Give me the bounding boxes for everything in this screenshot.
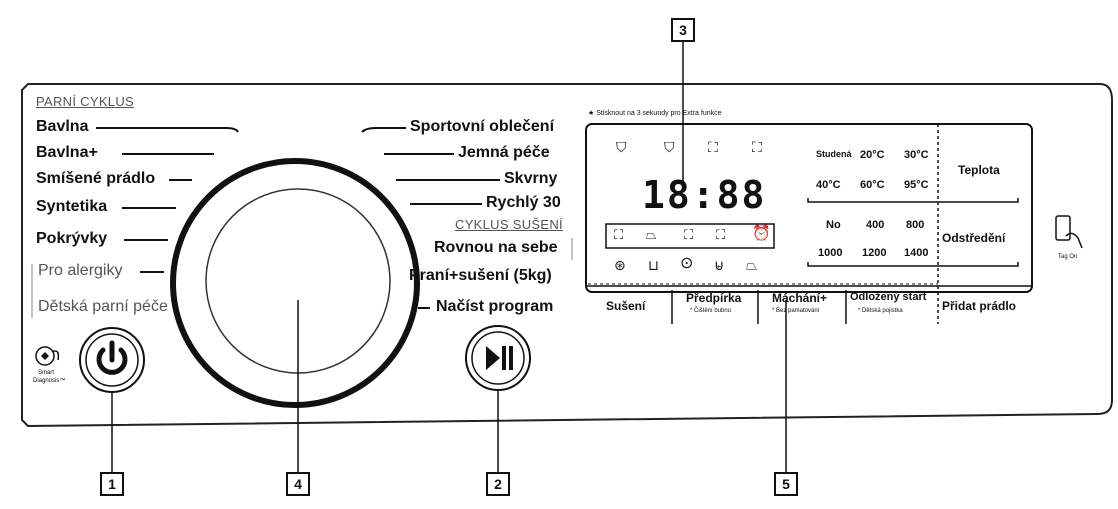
spin-no: No	[826, 219, 841, 231]
iron-icon: ⏢	[746, 257, 758, 273]
dry-cycle-section-title: CYKLUS SUŠENÍ	[455, 217, 563, 232]
callout-4: 4	[286, 472, 310, 496]
spin-400: 400	[866, 219, 885, 231]
panel-outline	[21, 83, 1113, 428]
temp-40: 40°C	[816, 179, 841, 191]
steam-cycle-section-title: PARNÍ CYKLUS	[36, 94, 134, 109]
child-lock-icon: ⊙	[680, 255, 694, 272]
delay-start-button[interactable]: Odložený start	[850, 291, 927, 303]
dry-option-icon: ⛶	[684, 227, 694, 242]
spin-1000: 1000	[818, 247, 843, 259]
temp-95: 95°C	[904, 179, 929, 191]
time-display: 18:88	[642, 173, 767, 217]
program-cotton-plus[interactable]: Bavlna+	[36, 144, 98, 161]
display-panel	[585, 123, 1033, 293]
temp-20: 20°C	[860, 149, 885, 161]
delay-start-sub: * Dětská pojistka	[858, 308, 903, 314]
spin-bracket	[807, 262, 1019, 267]
power-button-ring	[85, 333, 139, 387]
spin-1400: 1400	[904, 247, 929, 259]
spin-status-icon: ⛶	[708, 139, 718, 155]
rinse-plus-button[interactable]: Máchání+	[772, 291, 828, 305]
tub-clean-icon: ⊌	[714, 257, 725, 273]
iron-option-icon: ⏢	[646, 227, 657, 242]
program-baby-steam[interactable]: Dětská parní péče	[38, 298, 168, 315]
callout-2: 2	[486, 472, 510, 496]
program-delicates[interactable]: Jemná péče	[458, 144, 550, 161]
program-ready-to-wear[interactable]: Rovnou na sebe	[434, 239, 558, 256]
option-icons-box	[605, 223, 775, 249]
program-stains[interactable]: Skvrny	[504, 170, 558, 187]
drying-button[interactable]: Sušení	[606, 299, 646, 313]
temp-60: 60°C	[860, 179, 885, 191]
spin-800: 800	[906, 219, 925, 231]
play-pause-icon	[486, 346, 513, 370]
program-load[interactable]: Načíst program	[436, 298, 554, 315]
digital-display	[640, 178, 772, 214]
right-leader-lines	[361, 127, 500, 309]
program-sportswear[interactable]: Sportovní oblečení	[410, 118, 555, 135]
steam-option-icon: ⛶	[614, 227, 624, 242]
callout-leaders	[111, 40, 787, 472]
start-pause-button-ring	[471, 331, 525, 385]
callout-3: 3	[671, 18, 695, 42]
wifi-icon: ⊛	[614, 257, 626, 273]
prewash-sub: * Čištění bubnu	[690, 308, 732, 314]
program-quick30[interactable]: Rychlý 30	[486, 194, 561, 211]
cupboard-dry-icon: ⛶	[716, 227, 726, 242]
extra-functions-hint: ★ Stisknout na 3 sekundy pro Extra funkc…	[588, 110, 722, 117]
callout-5: 5	[774, 472, 798, 496]
program-wash-dry[interactable]: Praní+sušení (5kg)	[409, 267, 552, 284]
left-leader-lines	[96, 127, 239, 273]
tag-on-icon	[1055, 215, 1083, 249]
temp-30: 30°C	[904, 149, 929, 161]
door-lock-icon: ⊔	[648, 257, 659, 273]
program-duvets[interactable]: Pokrývky	[36, 230, 108, 247]
callout-1: 1	[100, 472, 124, 496]
smart-diagnosis-icon	[35, 346, 60, 366]
program-synthetics[interactable]: Syntetika	[36, 198, 108, 215]
spin-1200: 1200	[862, 247, 887, 259]
program-cotton[interactable]: Bavlna	[36, 118, 89, 135]
smart-diagnosis-line2: Diagnosis™	[33, 378, 66, 384]
program-mixed[interactable]: Smíšené prádlo	[36, 170, 156, 187]
prewash-button[interactable]: Předpírka	[686, 291, 742, 305]
smart-diagnosis-line1: Smart	[38, 370, 55, 376]
timer-icon: ⏰	[752, 225, 771, 242]
rinse-status-icon: ⛉	[664, 139, 675, 155]
tag-on-label: Tag On	[1058, 254, 1078, 260]
temperature-button[interactable]: Teplota	[958, 163, 1000, 177]
spin-button[interactable]: Odstředění	[942, 231, 1006, 245]
add-laundry-button[interactable]: Přidat prádlo	[942, 299, 1017, 313]
temp-cold: Studená	[816, 149, 852, 159]
button-row-dividers	[671, 290, 847, 324]
program-allergy[interactable]: Pro alergiky	[38, 262, 123, 279]
wash-status-icon: ⛉	[616, 139, 627, 155]
power-icon	[96, 347, 128, 375]
dry-status-icon: ⛶	[752, 139, 762, 155]
rinse-plus-sub: * Bez pamatování	[772, 308, 820, 314]
temperature-bracket	[807, 198, 1019, 203]
